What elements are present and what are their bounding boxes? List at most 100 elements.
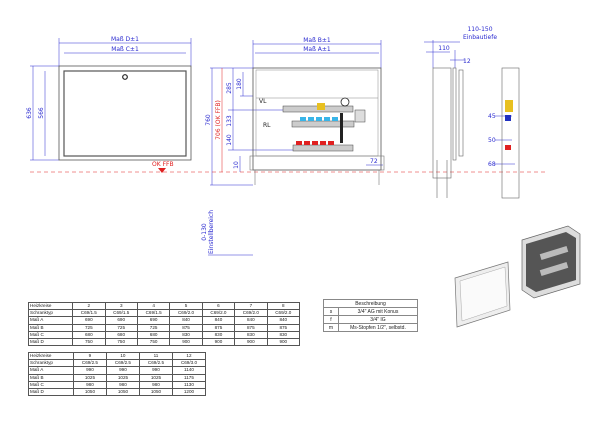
dim-height-566: 566 (38, 107, 45, 119)
table-cell: C69/3.0 (171, 359, 207, 368)
dim-50: 50 (488, 137, 496, 144)
table-cell: 875 (266, 323, 301, 332)
table-cell: 875 (201, 323, 236, 332)
dim-706: 706 (OK FFB) (215, 100, 222, 140)
table-cell: 830 (201, 330, 236, 339)
table-cell: Maß C (27, 330, 74, 339)
table-cell: 840 (234, 316, 268, 325)
table-cell: 680 (136, 330, 171, 339)
table-cell: 750 (72, 337, 106, 347)
dim-width-c: Maß C±1 (111, 46, 139, 53)
depth-range: 110-150 (467, 26, 492, 33)
manifold-view (249, 67, 385, 185)
dim-180: 180 (236, 78, 243, 90)
table-cell: 1050 (105, 387, 140, 397)
table-cell: Maß D (28, 387, 74, 397)
table-cell: 1025 (72, 373, 107, 382)
table-cell: C69/2.5 (105, 359, 140, 368)
table-cell: 4 (136, 301, 171, 311)
table-cell: 990 (138, 366, 173, 375)
table-cell: C69/1.5 (104, 309, 138, 318)
table-cell: 830 (169, 330, 203, 339)
depth-label: Einbautiefe (463, 34, 497, 41)
adjust-range: 0-130 (201, 223, 208, 241)
floor-marker-icon (158, 168, 166, 173)
table-cell: 875 (234, 323, 268, 332)
table-cell: 7 (234, 301, 268, 311)
legend-description: 3/4" AG mit Konus (338, 307, 418, 316)
dim-height-636: 636 (26, 107, 33, 119)
table-cell: 900 (169, 337, 203, 347)
dim-760: 760 (205, 114, 212, 126)
dim-140: 140 (226, 134, 233, 146)
table-cell: 1175 (171, 373, 207, 382)
floor-label: OK FFB (152, 161, 174, 168)
cabinet-closed-illustration (454, 261, 511, 328)
table-cell: 680 (72, 330, 106, 339)
table-cell: 840 (266, 316, 301, 325)
table-cell: 750 (104, 337, 138, 347)
dim-width-a: Maß A±1 (303, 46, 331, 53)
dim-110: 110 (438, 45, 450, 52)
table-cell: Maß B (28, 373, 74, 382)
label-vl: VL (259, 98, 267, 105)
side-view (432, 67, 520, 199)
table-cell: 725 (72, 323, 106, 332)
dim-10: 10 (233, 161, 240, 169)
table-cell: 1200 (171, 387, 207, 397)
table-cell: 830 (234, 330, 268, 339)
legend-title: Beschreibung (323, 299, 418, 308)
table-cell: 990 (105, 366, 140, 375)
table-cell: Schranktyp (28, 359, 74, 368)
table-cell: 980 (138, 380, 173, 389)
front-view (58, 65, 192, 161)
table-cell: 11 (138, 351, 173, 361)
table-cell: C69/1.5 (72, 309, 106, 318)
table-cell: C69/2.0 (201, 309, 236, 318)
table-cell: 840 (169, 316, 203, 325)
table-cell: C69/2.0 (234, 309, 268, 318)
table-cell: C69/2.0 (169, 309, 203, 318)
table-cell: 875 (169, 323, 203, 332)
table-cell: Maß C (28, 380, 74, 389)
table-cell: 1025 (138, 373, 173, 382)
table-cell: 990 (72, 366, 107, 375)
table-cell: 1050 (138, 387, 173, 397)
table-cell: 690 (72, 316, 106, 325)
legend-code: s (323, 307, 339, 316)
table-cell: Heizkreise (27, 301, 74, 311)
adjust-label: Einstellbereich (208, 210, 215, 254)
table-cell: 1025 (105, 373, 140, 382)
table-cell: 900 (266, 337, 301, 347)
table-cell: C69/2.5 (72, 359, 107, 368)
table-cell: 725 (104, 323, 138, 332)
dim-width-b: Maß B±1 (303, 37, 331, 44)
table-cell: 8 (266, 301, 301, 311)
table-cell: Schranktyp (27, 309, 74, 318)
table-cell: 6 (201, 301, 236, 311)
dim-133: 133 (226, 115, 233, 127)
table-cell: 680 (104, 330, 138, 339)
legend-code: m (323, 323, 339, 332)
table-cell: Heizkreise (28, 351, 74, 361)
table-cell: 900 (201, 337, 236, 347)
table-cell: 900 (234, 337, 268, 347)
table-cell: Maß D (27, 337, 74, 347)
table-cell: 690 (136, 316, 171, 325)
table-cell: 12 (171, 351, 207, 361)
